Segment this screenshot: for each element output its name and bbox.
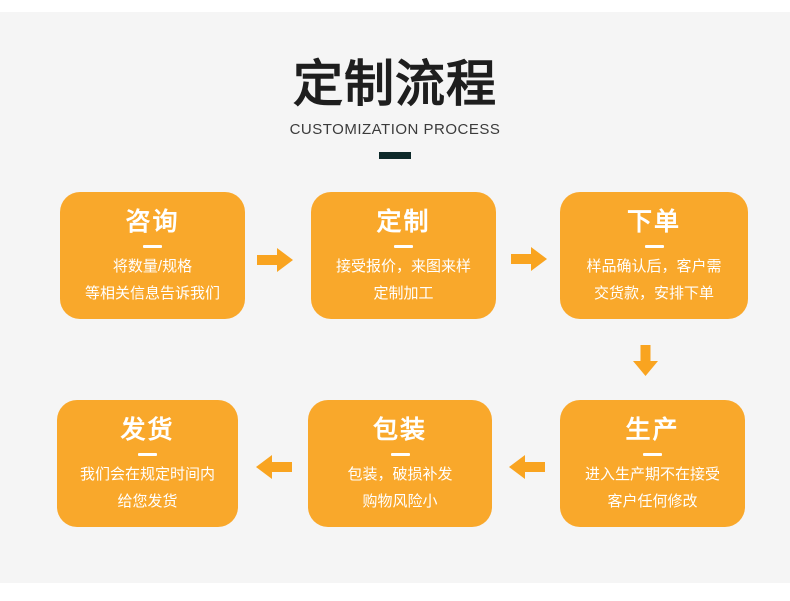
step-desc-line: 将数量/规格 bbox=[112, 258, 193, 275]
arrow-right-icon bbox=[511, 247, 547, 271]
step-title: 发货 bbox=[120, 416, 175, 444]
step-desc-line: 包装，破损补发 bbox=[347, 466, 453, 483]
step-desc-line: 样品确认后，客户需 bbox=[586, 258, 722, 275]
page-subtitle: CUSTOMIZATION PROCESS bbox=[289, 121, 501, 138]
step-box-consult: 咨询 将数量/规格 等相关信息告诉我们 bbox=[60, 192, 245, 319]
step-desc-line: 等相关信息告诉我们 bbox=[84, 285, 220, 302]
step-desc-line: 接受报价，来图来样 bbox=[335, 258, 471, 275]
step-desc-line: 进入生产期不在接受 bbox=[584, 466, 720, 483]
arrow-left-icon bbox=[509, 455, 545, 479]
title-accent-bar bbox=[379, 152, 411, 159]
step-box-order: 下单 样品确认后，客户需 交货款，安排下单 bbox=[560, 192, 748, 319]
step-title: 包装 bbox=[372, 416, 427, 444]
page-title: 定制流程 bbox=[293, 56, 497, 112]
step-desc-line: 定制加工 bbox=[373, 285, 434, 302]
step-title: 下单 bbox=[626, 208, 681, 236]
arrow-down-icon bbox=[633, 345, 658, 376]
step-title: 咨询 bbox=[125, 208, 180, 236]
step-desc-line: 交货款，安排下单 bbox=[593, 285, 714, 302]
step-desc-line: 给您发货 bbox=[117, 493, 178, 510]
step-box-ship: 发货 我们会在规定时间内 给您发货 bbox=[57, 400, 238, 527]
step-box-customize: 定制 接受报价，来图来样 定制加工 bbox=[311, 192, 496, 319]
arrow-right-icon bbox=[257, 248, 293, 272]
step-box-package: 包装 包装，破损补发 购物风险小 bbox=[308, 400, 492, 527]
step-desc-line: 客户任何修改 bbox=[607, 493, 698, 510]
arrow-left-icon bbox=[256, 455, 292, 479]
step-title-underline bbox=[143, 245, 162, 248]
step-desc-line: 购物风险小 bbox=[362, 493, 438, 510]
step-title-underline bbox=[390, 453, 410, 456]
step-title-underline bbox=[138, 453, 157, 456]
step-title-underline bbox=[643, 453, 662, 456]
step-title: 定制 bbox=[376, 208, 431, 236]
step-desc-line: 我们会在规定时间内 bbox=[79, 466, 215, 483]
step-title-underline bbox=[394, 245, 413, 248]
step-title-underline bbox=[644, 245, 664, 248]
step-box-produce: 生产 进入生产期不在接受 客户任何修改 bbox=[560, 400, 745, 527]
step-title: 生产 bbox=[625, 416, 680, 444]
